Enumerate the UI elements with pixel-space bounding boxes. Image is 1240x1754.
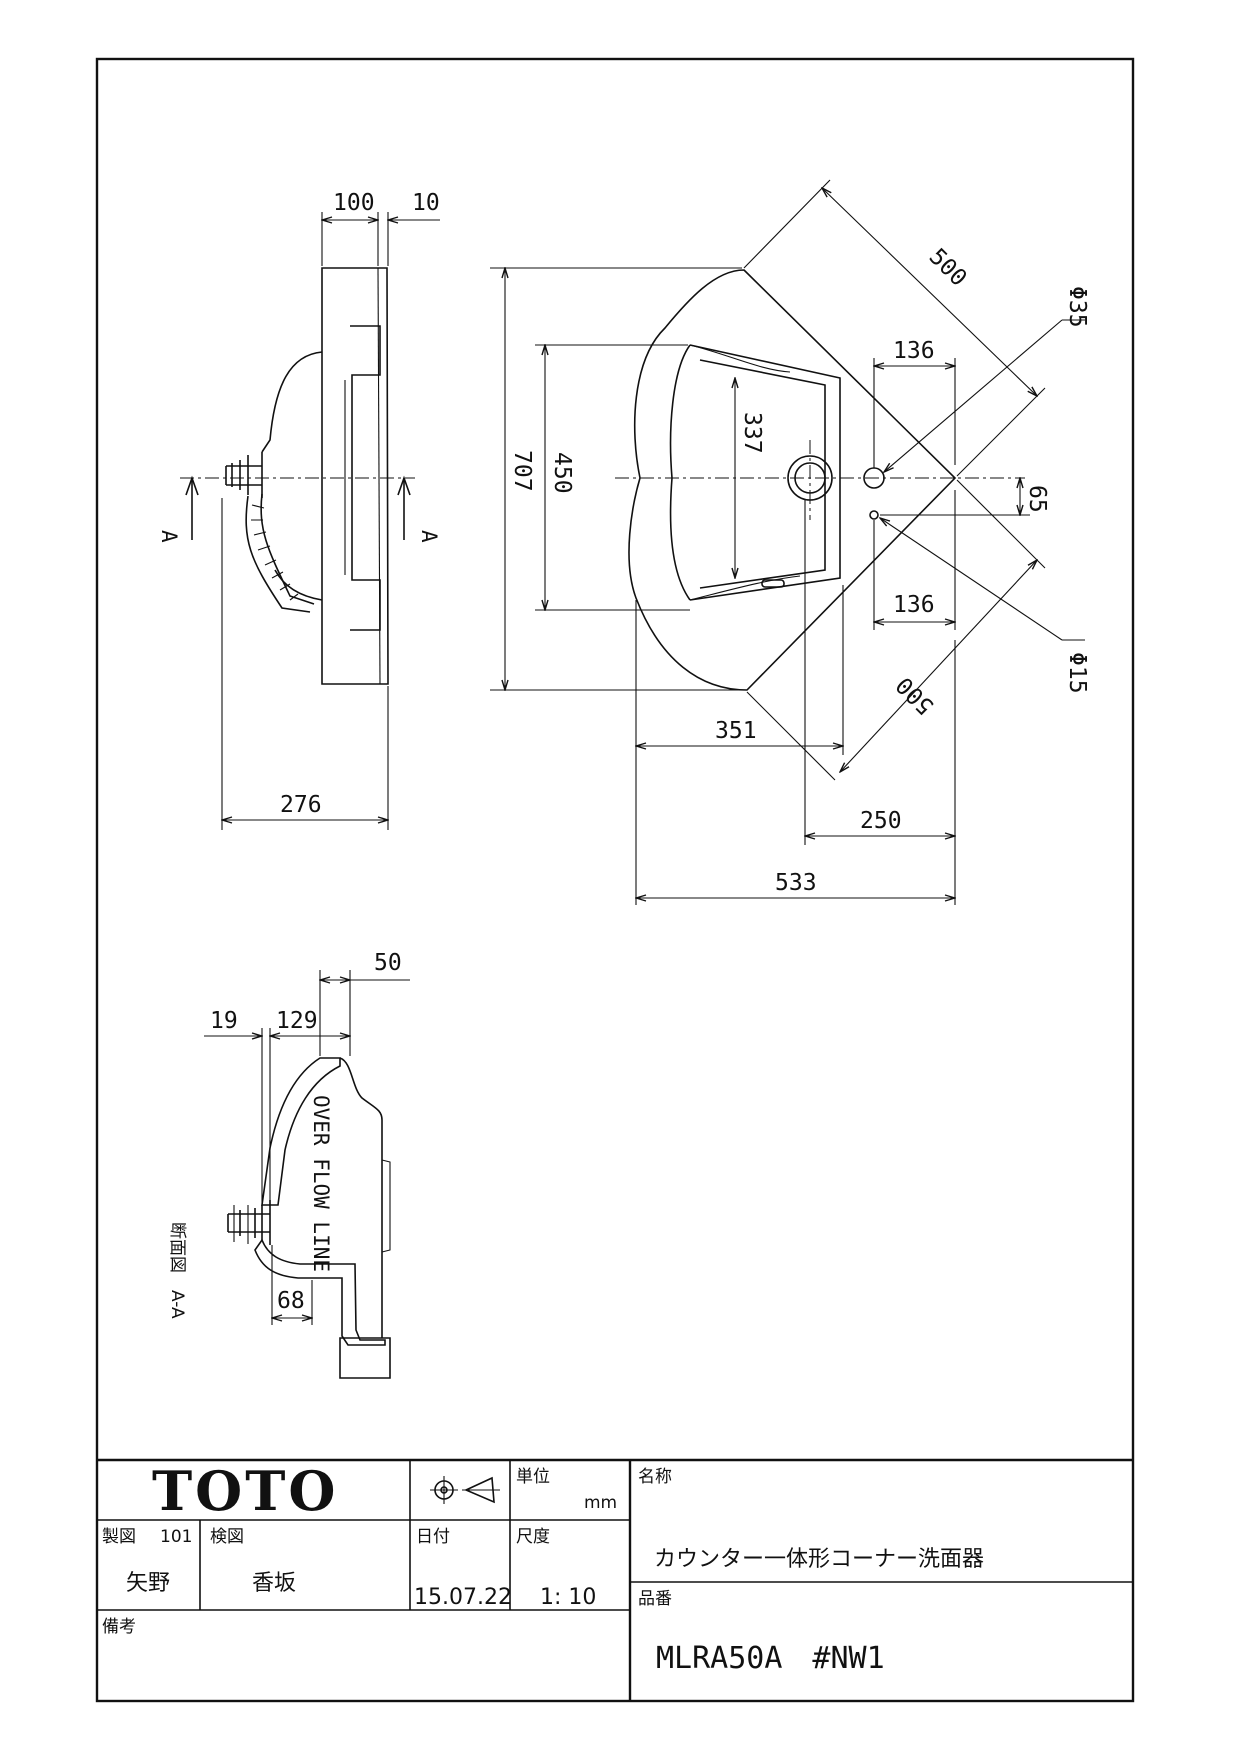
dim-side-top-a: 100 <box>333 190 375 216</box>
dim-hole-drop: 65 <box>1024 485 1050 513</box>
dim-sec-68: 68 <box>277 1288 305 1314</box>
dim-bowl-height: 450 <box>549 452 575 494</box>
dim-width-533: 533 <box>775 870 817 896</box>
dim-sec-19: 19 <box>210 1008 238 1034</box>
side-view: A A 100 10 276 <box>157 190 441 830</box>
dim-edge-b: 500 <box>891 671 939 719</box>
checker-name: 香坂 <box>252 1571 296 1596</box>
dim-edge-a: 500 <box>924 244 972 292</box>
checker-label: 検図 <box>210 1527 244 1547</box>
dim-side-depth: 276 <box>280 792 322 818</box>
dim-overall-height: 707 <box>509 450 535 492</box>
plan-view: 707 450 337 500 500 136 136 65 <box>490 179 1090 905</box>
overflow-line-label: OVER FLOW LINE <box>309 1095 333 1272</box>
drafter-label: 製図 <box>102 1527 136 1547</box>
dim-width-351: 351 <box>715 718 757 744</box>
unit-label: 単位 <box>516 1467 550 1487</box>
title-block: TOTO 単位 mm 名称 カウンター一体形コーナー洗面器 製図 101 矢野 … <box>97 1458 1133 1701</box>
part-no-value: MLRA50A #NW1 <box>656 1641 885 1676</box>
date-label: 日付 <box>416 1527 450 1547</box>
sheet-border <box>95 57 1135 1703</box>
section-caption: 断面図 A-A <box>167 1222 187 1319</box>
remarks-label: 備考 <box>102 1617 136 1637</box>
dim-side-top-b: 10 <box>412 190 440 216</box>
unit-value: mm <box>584 1493 617 1513</box>
dim-hole-small: Φ15 <box>1064 652 1090 694</box>
section-marker-right: A <box>417 530 441 543</box>
dim-basin-height: 337 <box>739 412 765 454</box>
drafter-name: 矢野 <box>126 1571 170 1596</box>
section-marker-left: A <box>157 530 181 543</box>
scale-value: 1: 10 <box>540 1585 596 1610</box>
dim-hole-large: Φ35 <box>1064 286 1090 328</box>
drafter-code: 101 <box>160 1527 192 1547</box>
dim-width-250: 250 <box>860 808 902 834</box>
section-view: OVER FLOW LINE 19 129 50 68 断面図 A-A <box>167 950 410 1379</box>
dim-sec-129: 129 <box>276 1008 318 1034</box>
projection-symbol-icon <box>430 1476 500 1504</box>
date-value: 15.07.22 <box>414 1585 512 1610</box>
name-value: カウンター一体形コーナー洗面器 <box>654 1547 984 1572</box>
dim-hole-offset-lower: 136 <box>893 592 935 618</box>
dim-hole-offset-upper: 136 <box>893 338 935 364</box>
scale-label: 尺度 <box>516 1527 550 1547</box>
part-no-label: 品番 <box>638 1589 672 1609</box>
toto-logo: TOTO <box>152 1459 338 1523</box>
name-label: 名称 <box>638 1467 672 1487</box>
dim-sec-50: 50 <box>374 950 402 976</box>
